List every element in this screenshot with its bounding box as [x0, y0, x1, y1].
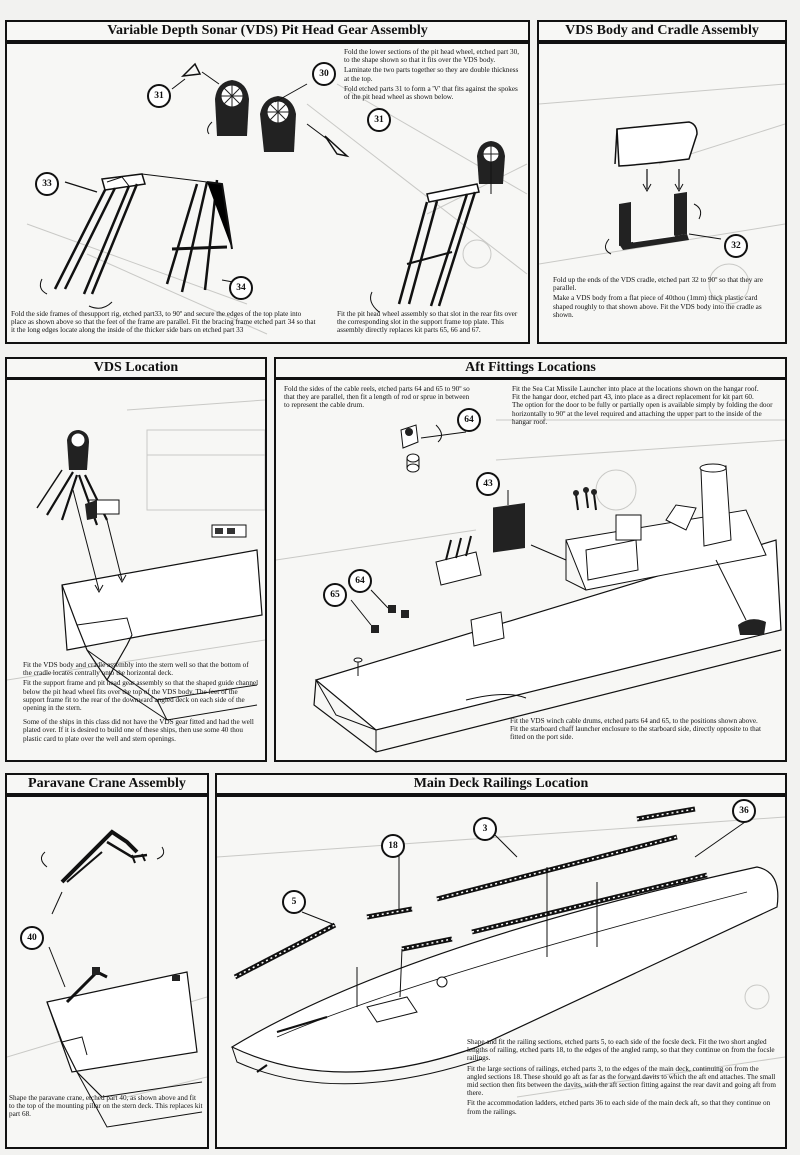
vds-pit-head-note-left: Fold the side frames of thesupport rig, … — [11, 310, 316, 335]
part-5-callout: 5 — [282, 890, 306, 914]
vds-pit-head-panel: 31 30 31 33 34 Fold the lower sections o… — [5, 42, 530, 344]
note-line: Fold etched parts 31 to form a 'V' that … — [344, 84, 518, 102]
vds-location-note: Fit the VDS body and cradle assembly int… — [23, 661, 259, 745]
vds-pit-head-note-top: Fold the lower sections of the pit head … — [344, 48, 524, 103]
aft-fittings-illustration — [276, 380, 785, 760]
part-31-callout-a: 31 — [147, 84, 171, 108]
note-line: Fit the VDS body and cradle assembly int… — [23, 661, 249, 678]
part-65-callout: 65 — [323, 583, 347, 607]
part-43-callout: 43 — [476, 472, 500, 496]
paravane-panel: 40 Shape the paravane crane, etched part… — [5, 795, 209, 1149]
vds-pit-head-title-box: Variable Depth Sonar (VDS) Pit Head Gear… — [5, 20, 530, 42]
paravane-title-box: Paravane Crane Assembly — [5, 773, 209, 795]
part-31-callout-b: 31 — [367, 108, 391, 132]
aft-fittings-panel: 64 43 64 65 Fold the sides of the cable … — [274, 378, 787, 762]
note-line: Fit the accommodation ladders, etched pa… — [467, 1099, 771, 1116]
note-line: Fold the lower sections of the pit head … — [344, 48, 520, 65]
aft-hangar-note: Fit the Sea Cat Missile Launcher into pl… — [512, 385, 780, 428]
vds-pit-head-note-right: Fit the pit head wheel assembly so that … — [337, 310, 518, 335]
paravane-note: Shape the paravane crane, etched part 40… — [9, 1094, 203, 1119]
part-30-callout: 30 — [312, 62, 336, 86]
note-line: Fit the Sea Cat Missile Launcher into pl… — [512, 385, 759, 393]
railings-illustration — [217, 797, 785, 1147]
note-line: Make a VDS body from a flat piece of 40t… — [553, 294, 762, 319]
part-3-callout: 3 — [473, 817, 497, 841]
aft-winch-note: Fit the VDS winch cable drums, etched pa… — [510, 717, 772, 744]
vds-location-title-box: VDS Location — [5, 357, 267, 379]
vds-body-panel: 32 Fold up the ends of the VDS cradle, e… — [537, 42, 787, 344]
part-33-callout: 33 — [35, 172, 59, 196]
vds-pit-head-illustration — [7, 44, 528, 342]
aft-fittings-title: Aft Fittings Locations — [465, 360, 596, 375]
note-line: Fit the large sections of railings, etch… — [467, 1064, 776, 1098]
railings-title: Main Deck Railings Location — [413, 776, 589, 791]
paravane-illustration — [7, 797, 207, 1147]
note-line: Fit the support frame and pit head gear … — [23, 679, 259, 713]
note-line: Fold up the ends of the VDS cradle, etch… — [553, 276, 763, 293]
vds-location-illustration — [7, 380, 265, 760]
note-line: Laminate the two parts together so they … — [344, 66, 519, 83]
railings-note: Shape and fit the railing sections, etch… — [467, 1038, 779, 1118]
vds-location-title: VDS Location — [93, 360, 179, 375]
part-18-callout: 18 — [381, 834, 405, 858]
note-line: Fit the VDS winch cable drums, etched pa… — [510, 717, 758, 725]
part-34-callout: 34 — [229, 276, 253, 300]
railings-panel: 3 18 36 5 Shape and fit the railing sect… — [215, 795, 787, 1149]
vds-location-panel: Fit the VDS body and cradle assembly int… — [5, 378, 267, 762]
vds-pit-head-title: Variable Depth Sonar (VDS) Pit Head Gear… — [107, 23, 428, 38]
part-32-callout: 32 — [724, 234, 748, 258]
aft-fittings-title-box: Aft Fittings Locations — [274, 357, 787, 379]
part-64-callout-deck: 64 — [348, 569, 372, 593]
railings-title-box: Main Deck Railings Location — [215, 773, 787, 795]
vds-body-title-box: VDS Body and Cradle Assembly — [537, 20, 787, 42]
note-line: Fit the hangar door, etched part 43, int… — [512, 393, 754, 402]
note-line: The option for the door to be fully or p… — [512, 401, 773, 426]
note-line: Some of the ships in this class did not … — [23, 718, 254, 743]
aft-reels-note: Fold the sides of the cable reels, etche… — [284, 385, 470, 410]
vds-body-illustration — [539, 44, 785, 342]
note-line: Fit the starboard chaff launcher enclosu… — [510, 725, 761, 742]
part-64-callout-top: 64 — [457, 408, 481, 432]
vds-body-title: VDS Body and Cradle Assembly — [565, 23, 759, 38]
vds-body-note: Fold up the ends of the VDS cradle, etch… — [553, 276, 778, 321]
note-line: Shape and fit the railing sections, etch… — [467, 1038, 775, 1063]
part-40-callout: 40 — [20, 926, 44, 950]
paravane-title: Paravane Crane Assembly — [28, 776, 186, 791]
part-36-callout: 36 — [732, 799, 756, 823]
